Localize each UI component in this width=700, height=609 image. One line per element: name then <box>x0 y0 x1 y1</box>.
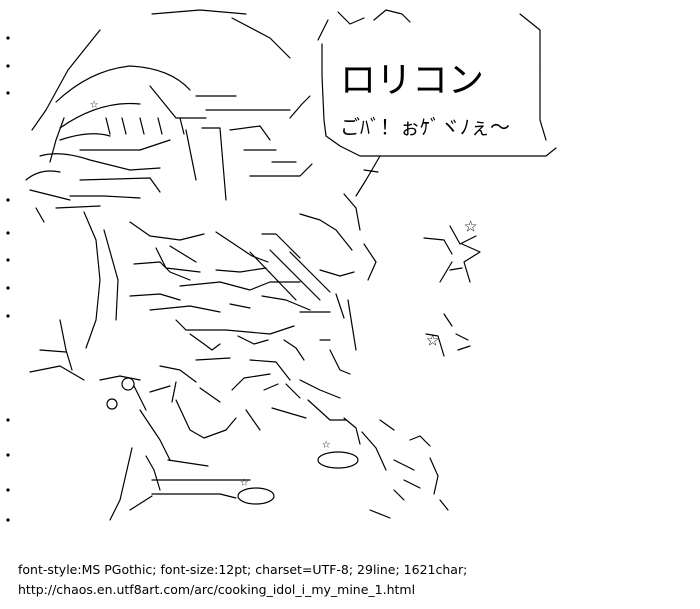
bubble-title: ロリコン <box>340 60 484 101</box>
small-character: ☆ <box>317 417 449 519</box>
star-shape-2: ☆ <box>426 327 439 352</box>
speech-bubble-outline <box>317 9 557 197</box>
hat-outline: ☆ <box>31 9 291 131</box>
body <box>29 193 377 399</box>
stars-right <box>423 225 481 357</box>
ascii-art-drawing: ☆ <box>6 9 557 522</box>
star-shape-1: ☆ <box>464 213 477 238</box>
art-source-url[interactable]: http://chaos.en.utf8art.com/arc/cooking_… <box>18 582 416 597</box>
bubble-subtitle: ごﾊﾞ！ぉｹﾞヾﾉぇ～ <box>340 115 510 139</box>
margin-dots <box>6 36 10 522</box>
ascii-art-canvas: ☆ <box>6 9 557 522</box>
svg-text:☆: ☆ <box>240 474 249 490</box>
face <box>25 95 313 223</box>
art-meta-info: font-style:MS PGothic; font-size:12pt; c… <box>18 562 468 577</box>
svg-text:☆: ☆ <box>322 436 331 452</box>
skirt: ☆ <box>106 373 347 521</box>
svg-text:☆: ☆ <box>90 96 99 112</box>
